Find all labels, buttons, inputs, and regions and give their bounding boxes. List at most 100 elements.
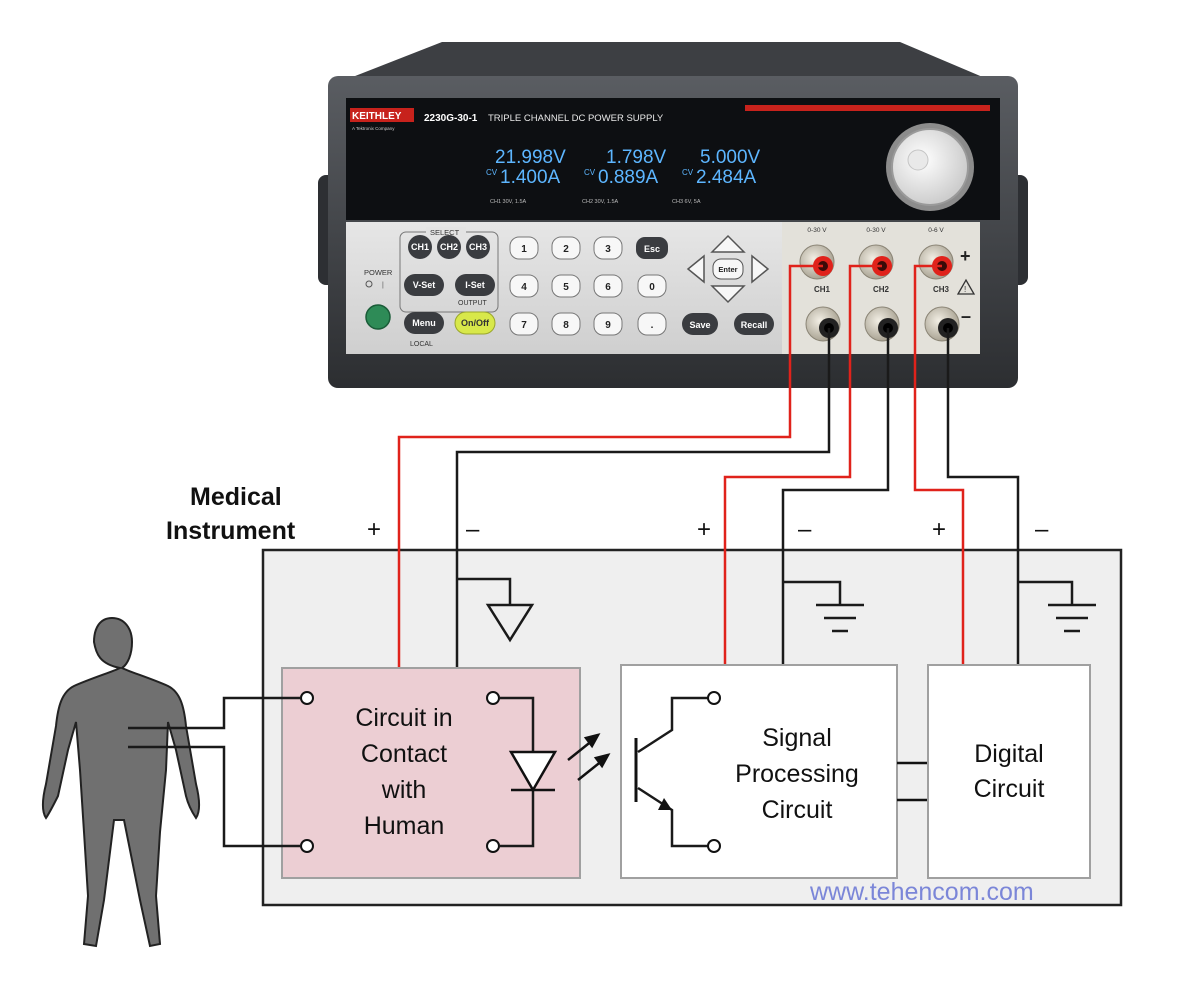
arrow-right-icon[interactable] (751, 254, 770, 284)
ch3-select-button[interactable]: CH3 (466, 235, 490, 259)
led-top-lead (499, 696, 535, 752)
output-label: OUTPUT (458, 300, 488, 307)
emitter-terminal (707, 839, 721, 853)
key-7-label: 7 (521, 320, 527, 331)
v-set-label: V-Set (413, 280, 436, 290)
ch2-positive-terminal[interactable] (858, 244, 894, 280)
ch2-current-readout: 0.889A (598, 167, 659, 188)
ch2-minus-label: – (798, 516, 812, 543)
key-4[interactable]: 4 (509, 274, 539, 298)
ch1-current-readout: 1.400A (500, 167, 561, 188)
rotary-knob-dimple (907, 149, 929, 171)
arrow-down-icon[interactable] (710, 285, 746, 304)
arrow-up-icon[interactable] (710, 234, 746, 253)
led-terminal-top (486, 691, 500, 705)
ch1-positive-terminal[interactable] (799, 244, 835, 280)
wires (397, 264, 1096, 668)
ch1-positive-wire (397, 264, 823, 668)
key-6-label: 6 (605, 282, 611, 293)
recall-button[interactable]: Recall (734, 313, 774, 335)
v-set-button[interactable]: V-Set (404, 274, 444, 296)
led-terminal-bottom (486, 839, 500, 853)
ch2-select-label: CH2 (440, 242, 458, 252)
power-on-indicator (365, 280, 373, 288)
case-top (350, 42, 985, 78)
power-button[interactable] (365, 304, 391, 330)
on-off-button[interactable]: On/Off (454, 311, 496, 335)
enter-button[interactable]: Enter (712, 258, 744, 280)
i-set-button[interactable]: I-Set (455, 274, 495, 296)
ch1-negative-terminal[interactable] (805, 306, 841, 342)
signal-line1: Signal (762, 724, 832, 752)
ch3-positive-terminal[interactable] (918, 244, 954, 280)
human-figure-icon (42, 616, 200, 948)
key-decimal[interactable]: . (637, 312, 667, 336)
key-2[interactable]: 2 (551, 236, 581, 260)
instrument-title-line2: Instrument (166, 517, 296, 545)
human-circuit-line4: Human (364, 812, 445, 840)
key-1-label: 1 (521, 244, 527, 255)
key-8-label: 8 (563, 320, 569, 331)
key-3[interactable]: 3 (593, 236, 623, 260)
digital-ground-branch (1018, 580, 1074, 605)
esc-button[interactable]: Esc (636, 237, 668, 259)
ch3-rating-label: CH3 6V, 5A (672, 199, 701, 205)
signal-processing-block: Signal Processing Circuit (620, 664, 898, 879)
menu-label: Menu (412, 318, 436, 328)
ch3-terminal-label: CH3 (933, 285, 950, 294)
ch3-minus-label: – (1035, 516, 1049, 543)
input-terminal-top (300, 691, 314, 705)
brand-logo (350, 108, 414, 122)
ch1-select-label: CH1 (411, 242, 429, 252)
select-label-bg (426, 227, 466, 237)
ch3-range-label: 0-6 V (928, 227, 944, 234)
ch3-negative-terminal[interactable] (924, 306, 960, 342)
key-1[interactable]: 1 (509, 236, 539, 260)
warning-icon (956, 278, 976, 295)
ch2-mode-indicator: CV (584, 168, 596, 177)
digital-circuit-block: Digital Circuit (927, 664, 1091, 879)
key-7[interactable]: 7 (509, 312, 539, 336)
on-off-label: On/Off (461, 318, 490, 328)
optical-coupling-arrows (567, 733, 611, 781)
arrow-left-icon[interactable] (686, 254, 705, 284)
human-sensor-lead-top (128, 696, 301, 730)
ch3-select-label: CH3 (469, 242, 487, 252)
terminal-plus-sign: + (960, 246, 971, 266)
watermark: www.tehencom.com (809, 878, 1034, 906)
menu-button[interactable]: Menu (404, 312, 444, 334)
model-description: TRIPLE CHANNEL DC POWER SUPPLY (488, 113, 664, 124)
key-5-label: 5 (563, 282, 569, 293)
key-4-label: 4 (521, 282, 527, 293)
led-diode-icon (508, 750, 558, 793)
key-9-label: 9 (605, 320, 611, 331)
human-sensor-lead-bottom (128, 745, 301, 848)
ch2-range-label: 0-30 V (866, 227, 886, 234)
ch3-voltage-readout: 5.000V (700, 147, 761, 168)
key-8[interactable]: 8 (551, 312, 581, 336)
power-label: POWER (364, 268, 393, 277)
ch3-negative-wire (946, 328, 1020, 668)
human-contact-circuit-block: Circuit in Contact with Human (281, 667, 581, 879)
power-supply: KEITHLEY A Tektronix Company 2230G-30-1 … (318, 42, 1028, 388)
ch2-select-button[interactable]: CH2 (437, 235, 461, 259)
ch1-voltage-readout: 21.998V (495, 147, 566, 168)
ch1-mode-indicator: CV (486, 168, 498, 177)
key-9[interactable]: 9 (593, 312, 623, 336)
key-0[interactable]: 0 (637, 274, 667, 298)
signal-ground-branch (783, 580, 842, 605)
rotary-knob[interactable] (891, 128, 969, 206)
digital-ground-icon (1048, 603, 1096, 633)
key-5[interactable]: 5 (551, 274, 581, 298)
key-decimal-label: . (651, 320, 654, 331)
brand-name: KEITHLEY (352, 111, 402, 122)
isolated-ground-icon (485, 603, 535, 643)
ch1-select-button[interactable]: CH1 (408, 235, 432, 259)
ch2-voltage-readout: 1.798V (606, 147, 667, 168)
key-6[interactable]: 6 (593, 274, 623, 298)
ch2-negative-terminal[interactable] (864, 306, 900, 342)
save-button[interactable]: Save (682, 313, 718, 335)
model-number: 2230G-30-1 (424, 113, 478, 124)
human-circuit-line3: with (381, 776, 426, 804)
